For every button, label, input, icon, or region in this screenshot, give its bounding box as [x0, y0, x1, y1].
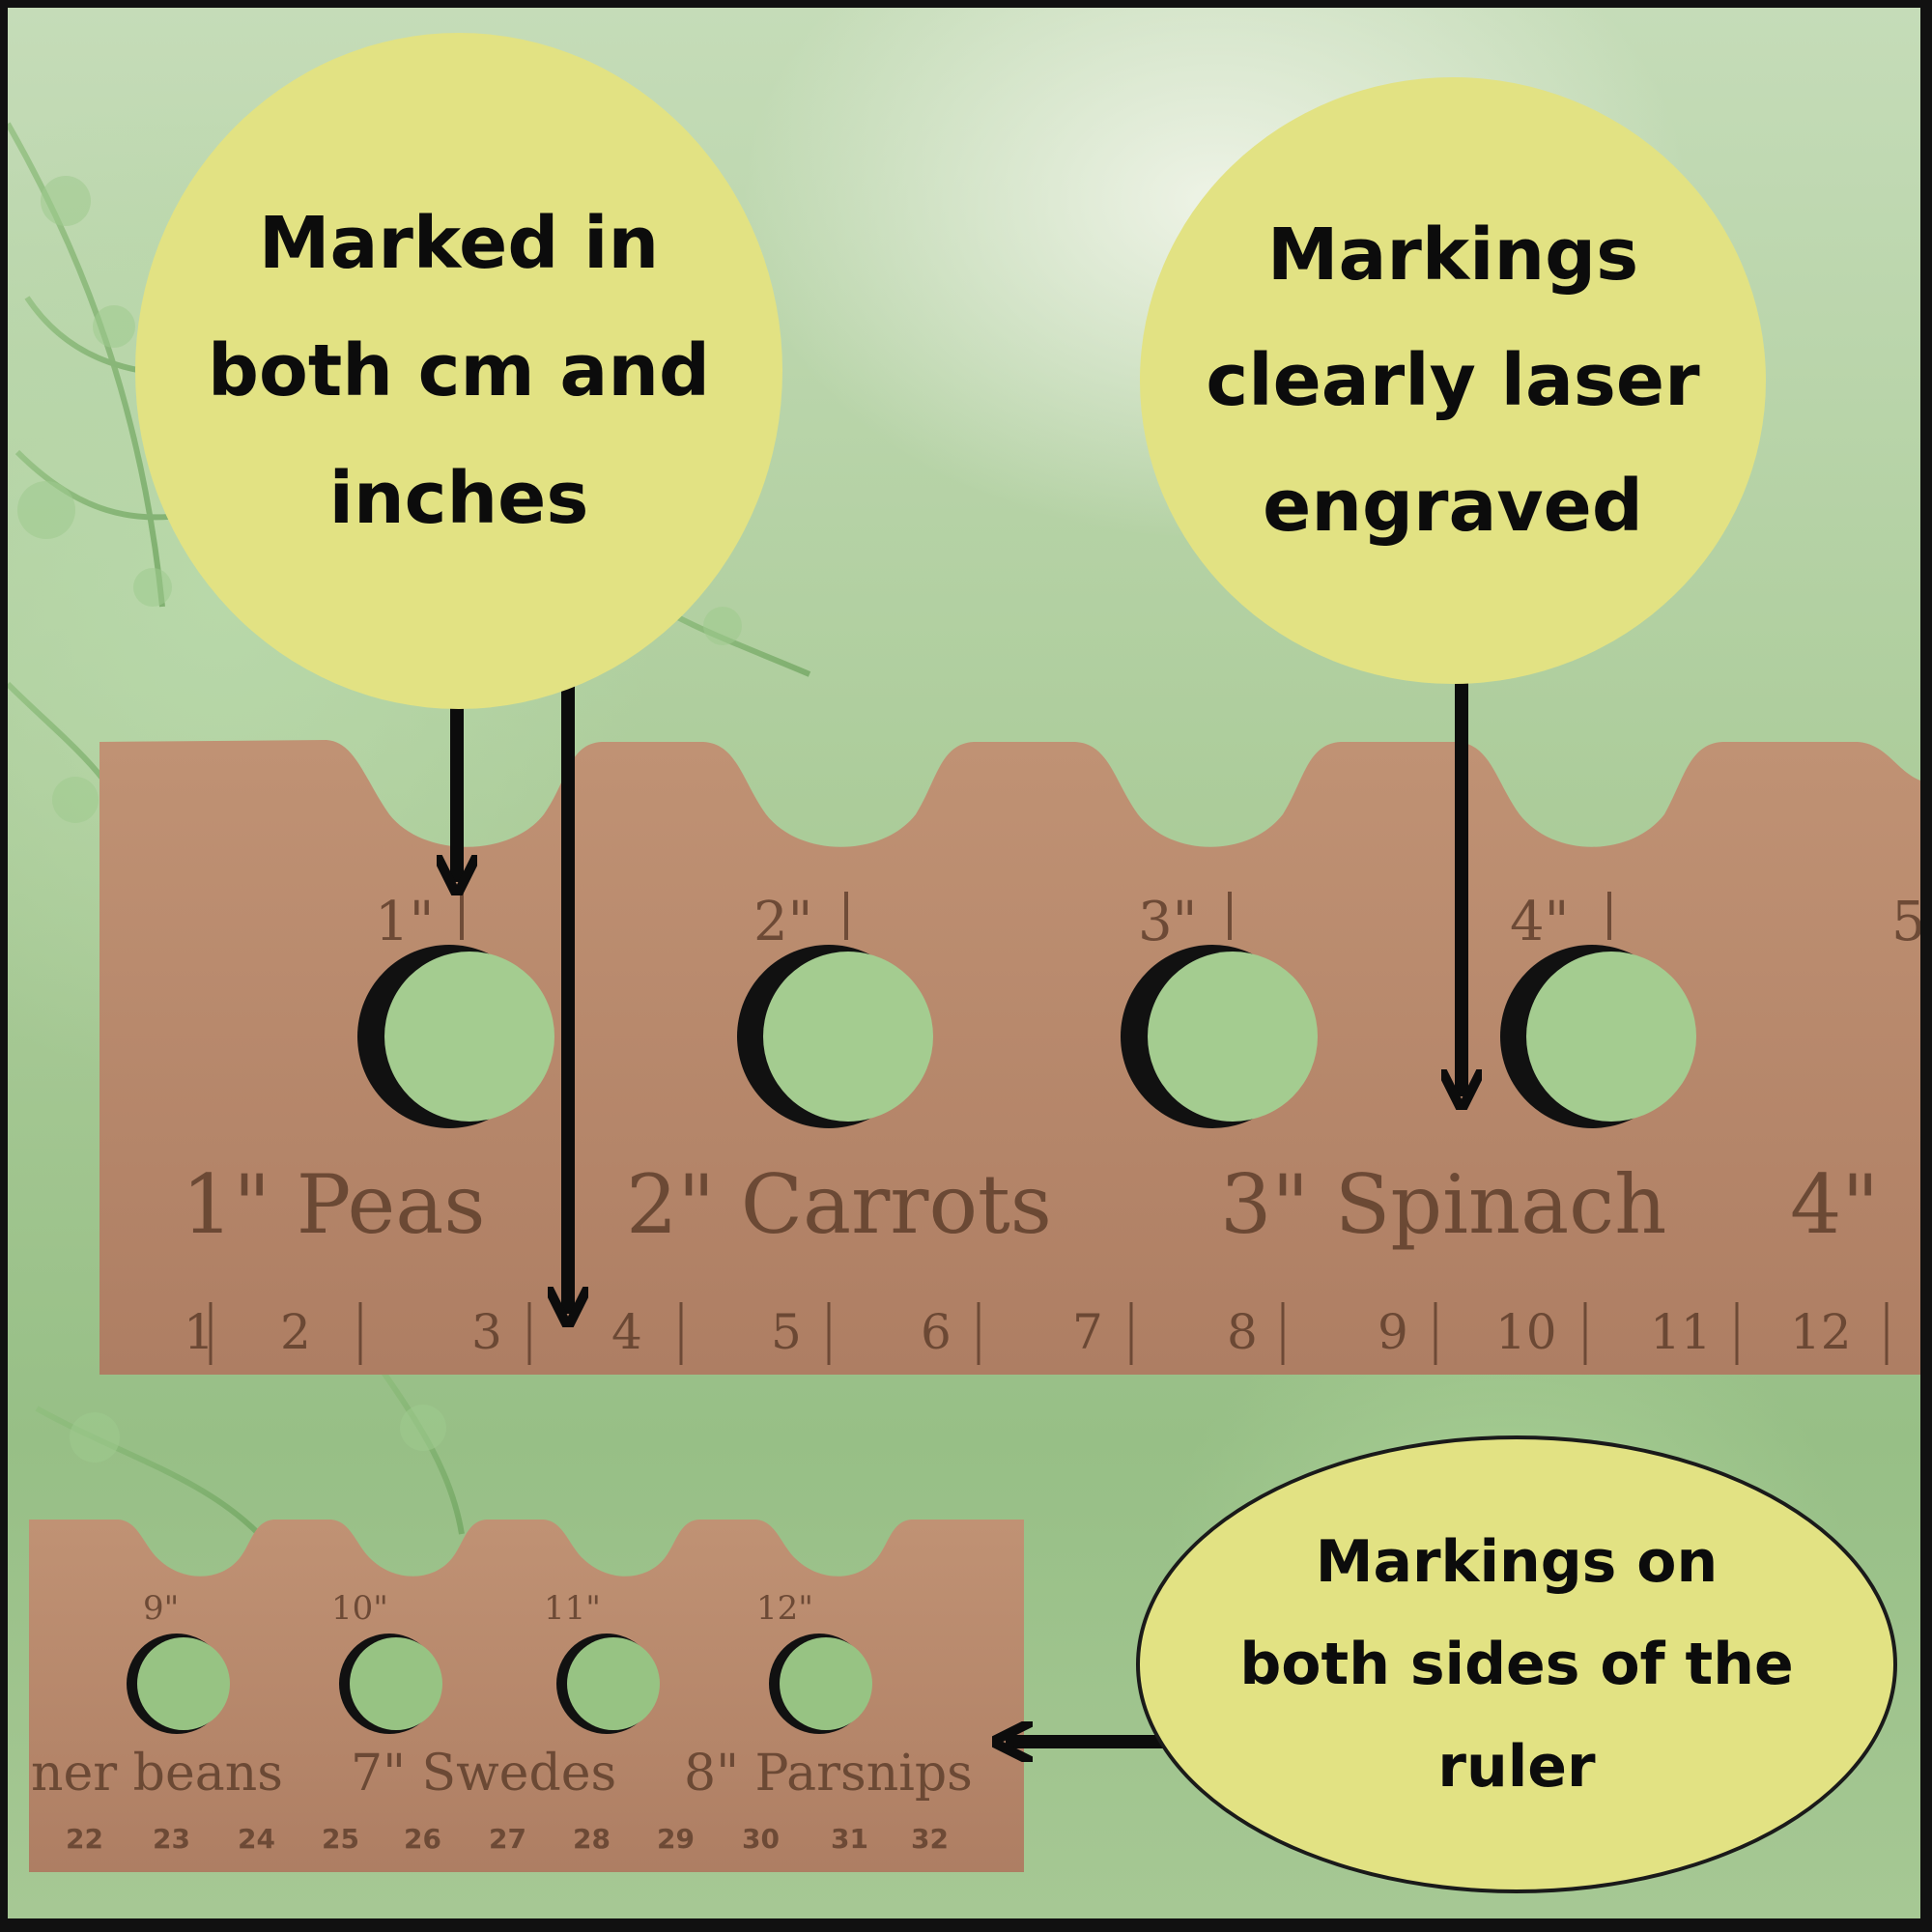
svg-text:31: 31 [831, 1823, 868, 1855]
plant-label: 4" [1790, 1157, 1879, 1252]
ruler-bottom-holes [127, 1634, 872, 1734]
plant-label: 1" Peas [182, 1157, 485, 1252]
svg-text:30: 30 [742, 1823, 780, 1855]
rulers-illustration: 1" 2" 3" 4" 5 1" Peas 2" Carrots 3" Spin… [29, 576, 1920, 1872]
callout-units: Marked in both cm and inches [135, 33, 782, 709]
svg-text:6: 6 [921, 1304, 952, 1360]
inch-mark: 5 [1891, 891, 1920, 953]
svg-text:7: 7 [1072, 1304, 1103, 1360]
ruler-top-cm-marks: 1 2 3 4 5 6 7 8 9 10 11 12 [184, 1304, 1852, 1360]
ruler-top-plant-labels: 1" Peas 2" Carrots 3" Spinach 4" [182, 1157, 1879, 1252]
svg-text:3: 3 [471, 1304, 502, 1360]
ruler-bottom-plant-labels: ner beans 7" Swedes 8" Parsnips [31, 1745, 973, 1803]
svg-text:25: 25 [322, 1823, 359, 1855]
ruler-top: 1" 2" 3" 4" 5 1" Peas 2" Carrots 3" Spin… [99, 740, 1920, 1375]
svg-text:29: 29 [657, 1823, 695, 1855]
svg-text:27: 27 [489, 1823, 526, 1855]
svg-text:8: 8 [1227, 1304, 1258, 1360]
svg-text:2: 2 [280, 1304, 311, 1360]
callout-sides-text: Markings on both sides of the ruler [1239, 1528, 1794, 1801]
callout-laser-engraved: Markings clearly laser engraved [1140, 77, 1766, 684]
fern-foliage [8, 122, 811, 1537]
plant-label: 3" Spinach [1220, 1157, 1666, 1252]
ruler-bottom-cm-marks: 22 23 24 25 26 27 28 29 30 31 32 [66, 1823, 949, 1855]
ruler-bottom-inch-marks: 9" 10" 11" 12" [143, 1589, 813, 1628]
ruler-bottom: 9" 10" 11" 12" ner beans 7" Swedes 8" Pa… [29, 1520, 1024, 1872]
inch-mark: 3" [1138, 891, 1197, 953]
svg-text:9": 9" [143, 1589, 179, 1628]
svg-text:12": 12" [756, 1589, 813, 1628]
svg-text:9: 9 [1378, 1304, 1408, 1360]
ruler-top-holes [357, 945, 1696, 1128]
garden-background: 1" 2" 3" 4" 5 1" Peas 2" Carrots 3" Spin… [8, 8, 1920, 1918]
inch-mark: 4" [1510, 891, 1569, 953]
svg-text:11": 11" [544, 1589, 601, 1628]
svg-text:11: 11 [1650, 1304, 1712, 1360]
svg-text:32: 32 [911, 1823, 949, 1855]
callout-units-text: Marked in both cm and inches [208, 202, 710, 540]
callout-laser-text: Markings clearly laser engraved [1206, 213, 1700, 548]
callout-both-sides: Markings on both sides of the ruler [1136, 1435, 1897, 1893]
svg-text:10": 10" [331, 1589, 388, 1628]
ruler-top-inch-marks: 1" 2" 3" 4" 5 [375, 891, 1920, 953]
plant-label: 8" Parsnips [684, 1745, 973, 1803]
svg-text:24: 24 [238, 1823, 275, 1855]
svg-text:12: 12 [1790, 1304, 1852, 1360]
plant-label: 2" Carrots [626, 1157, 1052, 1252]
svg-text:26: 26 [404, 1823, 441, 1855]
inch-mark: 1" [375, 891, 434, 953]
svg-text:23: 23 [153, 1823, 190, 1855]
svg-text:22: 22 [66, 1823, 103, 1855]
plant-label: 7" Swedes [351, 1745, 616, 1803]
svg-text:4: 4 [611, 1304, 642, 1360]
plant-label: ner beans [31, 1745, 283, 1803]
svg-text:28: 28 [573, 1823, 611, 1855]
svg-text:10: 10 [1495, 1304, 1557, 1360]
svg-text:5: 5 [771, 1304, 802, 1360]
inch-mark: 2" [753, 891, 812, 953]
ruler-bottom-body [29, 1520, 1024, 1872]
